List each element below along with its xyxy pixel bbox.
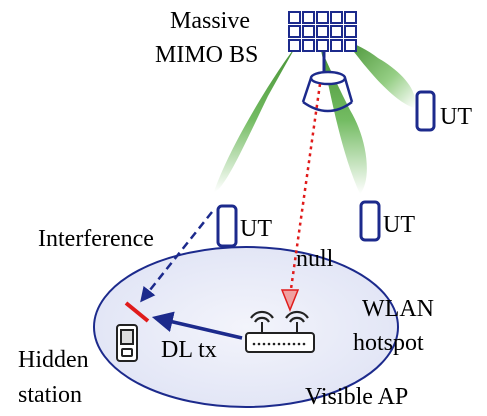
antenna-element [330, 39, 343, 52]
dl-tx-label: DL tx [161, 337, 217, 363]
antenna-element [288, 25, 301, 38]
antenna-element [302, 25, 315, 38]
antenna-element [330, 11, 343, 24]
wifi-icon [250, 310, 309, 323]
interference-arrow [140, 211, 213, 303]
null-label: null [296, 246, 334, 272]
beam-right [345, 40, 416, 108]
antenna-element [316, 39, 329, 52]
phone-icon [415, 90, 436, 132]
wlan-label-line2: hotspot [353, 330, 424, 356]
antenna-element [344, 11, 357, 24]
antenna-array-icon [288, 11, 357, 52]
hidden-station-phone-icon [116, 324, 138, 362]
dl-tx-arrow [151, 311, 243, 340]
interference-label: Interference [38, 226, 154, 252]
antenna-element [316, 25, 329, 38]
bs-label-line2: MIMO BS [155, 42, 258, 68]
antenna-element [316, 11, 329, 24]
antenna-element [330, 25, 343, 38]
null-arrow [280, 83, 322, 313]
cone-icon [301, 52, 354, 113]
ut-label-middle: UT [383, 212, 415, 238]
router-icon [245, 322, 315, 353]
antenna-element [302, 39, 315, 52]
hidden-label-line2: station [18, 382, 82, 408]
ut-label-left: UT [240, 216, 272, 242]
wlan-label-line1: WLAN [362, 296, 434, 322]
bs-label-line1: Massive [170, 8, 250, 34]
phone-icon [216, 204, 238, 248]
antenna-element [344, 39, 357, 52]
antenna-element [288, 39, 301, 52]
phone-icon [359, 200, 381, 242]
antenna-element [288, 11, 301, 24]
interference-mark [124, 301, 150, 323]
visible-ap-label: Visible AP [305, 384, 408, 410]
hidden-label-line1: Hidden [18, 347, 89, 373]
wlan-coverage-ellipse [93, 246, 399, 408]
beam-middle [320, 46, 367, 194]
antenna-element [302, 11, 315, 24]
antenna-element [344, 25, 357, 38]
beam-left [214, 46, 296, 192]
ut-label-right: UT [440, 104, 472, 130]
